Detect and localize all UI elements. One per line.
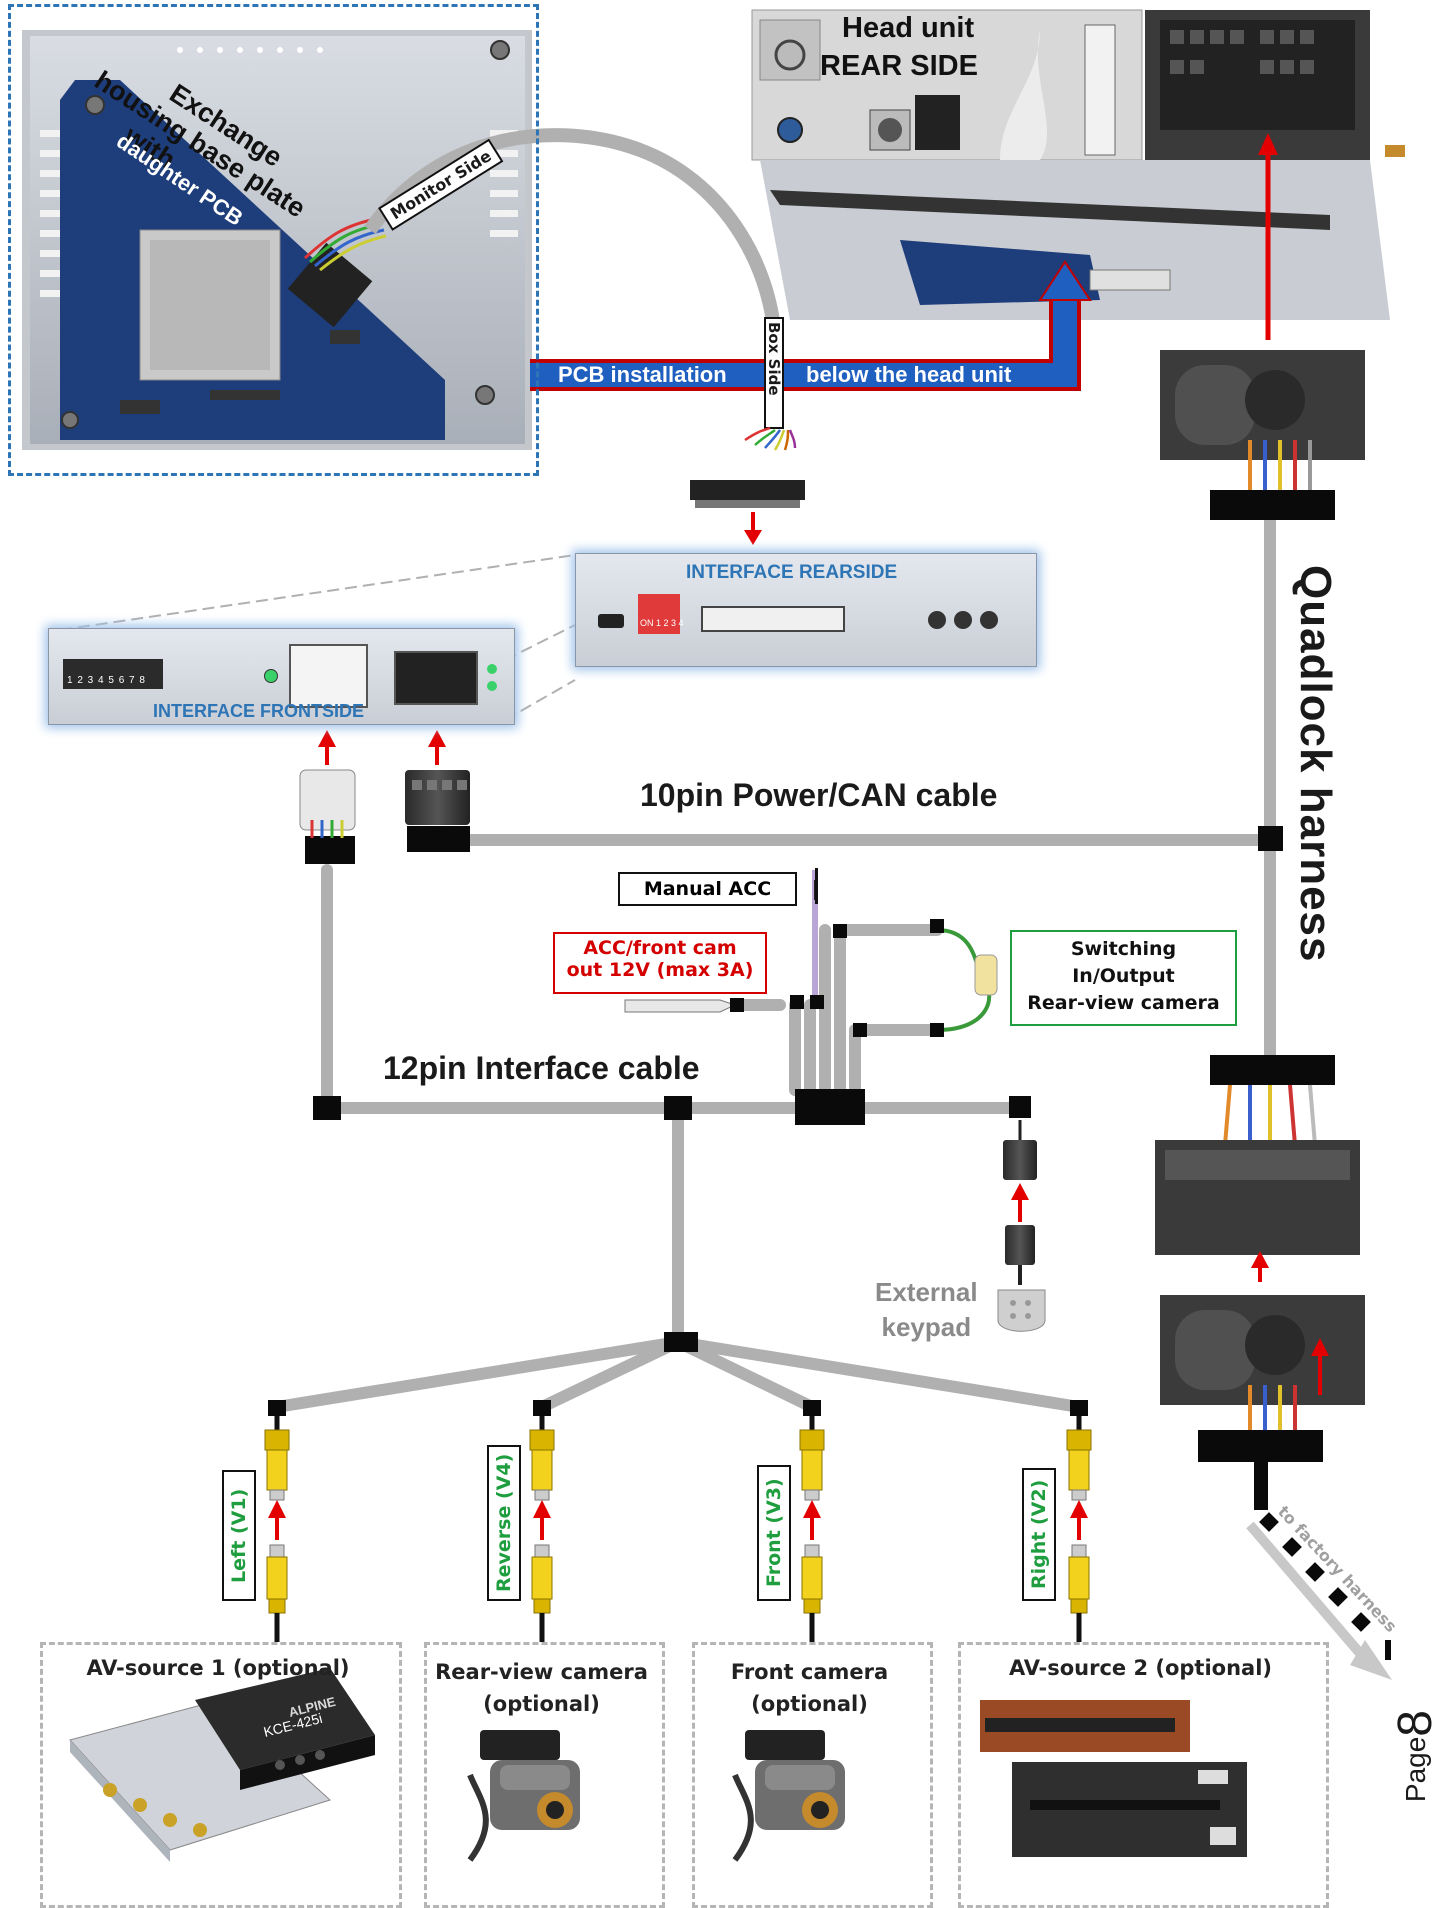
rear-led-3: [980, 611, 998, 629]
device-rear-camera: [467, 1730, 580, 1862]
front-dip-switch: [63, 659, 163, 689]
interface-rearside: INTERFACE REARSIDE ON 1 2 3 4: [575, 553, 1037, 667]
device-title-front-cam: Front camera (optional): [730, 1660, 889, 1716]
rca-pair-3: [799, 1416, 825, 1642]
manual-acc-label: Manual ACC: [618, 872, 797, 906]
front-dip-labels: 1 2 3 4 5 6 7 8: [67, 675, 146, 686]
rear-led-1: [928, 611, 946, 629]
rear-ribbon-socket: [701, 606, 845, 632]
rca-pair-4: [1066, 1416, 1092, 1642]
front-plug-arrows: [318, 730, 446, 765]
interface-frontside: 1 2 3 4 5 6 7 8 INTERFACE FRONTSIDE: [48, 628, 515, 725]
switching-fuse: [974, 954, 998, 996]
rear-led-2: [954, 611, 972, 629]
device-front-camera: [732, 1730, 845, 1862]
device-title-av1: AV-source 1 (optional): [86, 1656, 350, 1680]
quadlock-connector-bottom: [1160, 1295, 1365, 1510]
head-unit-photo: [751, 9, 1405, 320]
front-led-3: [487, 681, 497, 691]
power-can-cable-label: 10pin Power/CAN cable: [640, 777, 998, 813]
front-led: [264, 669, 278, 683]
page-number: Page8: [1388, 1710, 1438, 1802]
front-socket-12pin: [289, 644, 368, 708]
acc-output-pin: [624, 999, 737, 1013]
external-keypad-label: External keypad: [875, 1277, 978, 1342]
page-digit: 8: [1389, 1710, 1438, 1737]
device-title-av2: AV-source 2 (optional): [1008, 1656, 1273, 1680]
connector-blocks: [268, 826, 1283, 1416]
monitor-cable: [364, 128, 782, 341]
front-led-2: [487, 664, 497, 674]
manual-acc-tick: [815, 868, 818, 904]
device-dvd-changer: [980, 1700, 1247, 1857]
head-unit-subtitle: REAR SIDE: [820, 50, 978, 82]
front-plugs: [299, 769, 470, 838]
pcb-install-banner: [530, 260, 1092, 391]
rca-label-left: Left (V1): [222, 1470, 256, 1601]
banner-left-text: PCB installation: [558, 362, 727, 387]
switching-io-label: Switching In/Output Rear-view camera: [1010, 930, 1237, 1026]
factory-harness-arrow: [1246, 1512, 1392, 1680]
interface-cable-label: 12pin Interface cable: [383, 1050, 700, 1086]
base-plate-frame: [8, 4, 539, 476]
mini-usb-port: [598, 614, 624, 628]
base-plate-photo: [22, 30, 532, 450]
quadlock-harness-label: Quadlock harness: [1291, 565, 1340, 963]
interface-rear-title: INTERFACE REARSIDE: [686, 562, 898, 583]
quadlock-connector-top: [1160, 350, 1365, 520]
box-side-label: Box Side: [765, 322, 783, 396]
rca-label-front: Front (V3): [757, 1465, 791, 1601]
rca-pair-2: [529, 1416, 555, 1642]
head-unit-title: Head unit: [842, 12, 975, 44]
rear-dip-switch: [638, 594, 680, 634]
quadlock-connector-middle: [1155, 1055, 1360, 1255]
rca-label-reverse: Reverse (V4): [487, 1445, 521, 1601]
rca-pair-1: [264, 1416, 290, 1642]
rear-dip-labels: ON 1 2 3 4: [640, 618, 684, 628]
rca-label-right: Right (V2): [1022, 1468, 1056, 1601]
device-box-av2: [958, 1642, 1329, 1908]
front-socket-10pin: [394, 651, 478, 705]
interface-perspective-lines: [59, 554, 576, 721]
device-kce-425i: ALPINE KCE-425i: [69, 1668, 375, 1862]
device-box-av1: [40, 1642, 402, 1908]
box-side-ribbon: [690, 317, 805, 508]
device-title-rear-cam: Rear-view camera (optional): [435, 1660, 648, 1716]
interface-front-title: INTERFACE FRONTSIDE: [153, 701, 365, 721]
banner-right-text: below the head unit: [806, 362, 1012, 387]
rca-connectors: [264, 1416, 1092, 1642]
page-word: Page: [1400, 1736, 1431, 1803]
cables: [271, 514, 1276, 1413]
external-keypad: [997, 1120, 1046, 1332]
acc-output-label: ACC/front cam out 12V (max 3A): [553, 932, 767, 994]
